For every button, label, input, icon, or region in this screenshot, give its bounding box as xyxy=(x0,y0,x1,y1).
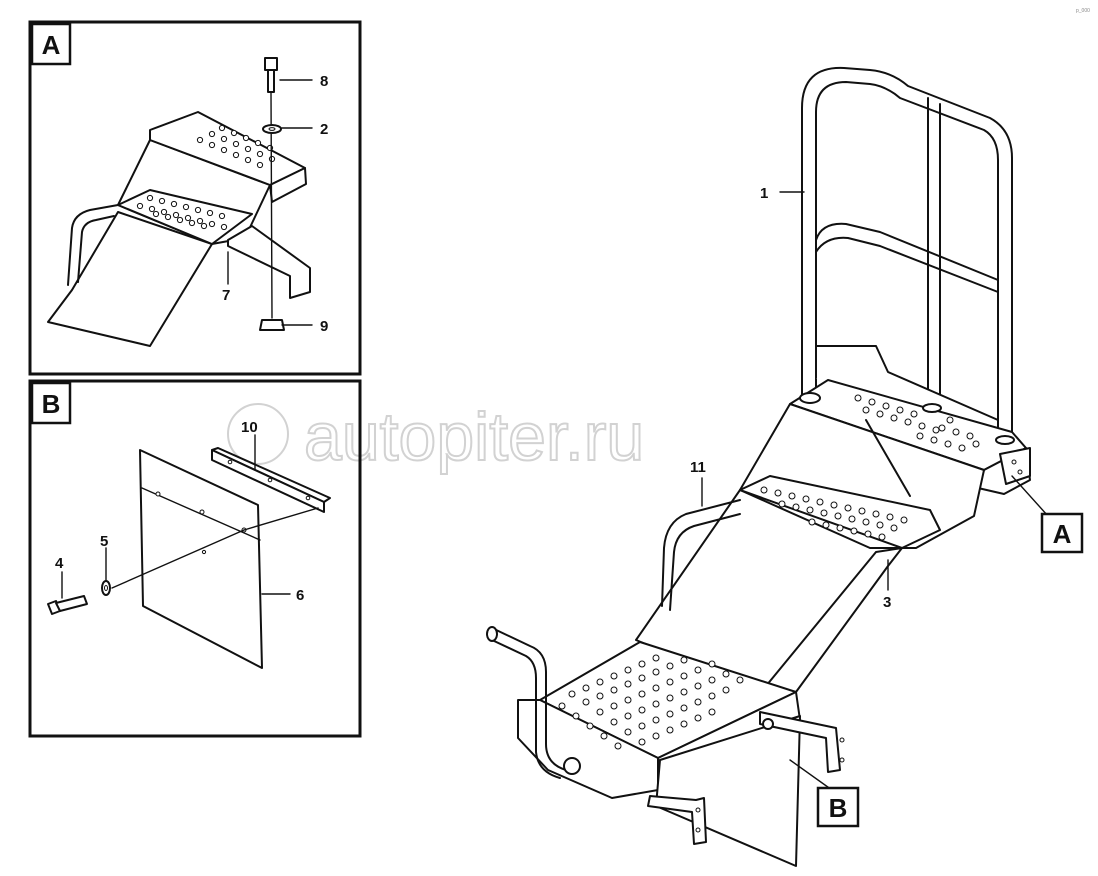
ref-box-b: B xyxy=(816,786,860,828)
panel-b-label-box xyxy=(30,381,72,425)
watermark: autopiter.ru xyxy=(227,398,645,476)
callout-7: 7 xyxy=(222,287,230,304)
callout-1: 1 xyxy=(760,185,768,202)
watermark-logo-icon xyxy=(227,403,289,465)
panel-a-label: A xyxy=(42,30,61,60)
panel-b-frame xyxy=(28,379,362,738)
callout-6: 6 xyxy=(296,587,304,604)
main-step-assembly xyxy=(486,66,1049,867)
callout-9: 9 xyxy=(320,318,328,335)
panel-a-label-box xyxy=(30,22,72,66)
panel-a-step-bracket-drawing xyxy=(47,57,313,347)
callout-11: 11 xyxy=(690,459,706,476)
nut-icon xyxy=(259,319,285,331)
panel-b-label: B xyxy=(42,389,61,419)
ref-box-a: A xyxy=(1040,512,1084,554)
callout-8: 8 xyxy=(320,73,328,90)
bolt-head-icon xyxy=(264,57,278,71)
watermark-text: autopiter.ru xyxy=(304,399,644,475)
callout-3: 3 xyxy=(883,594,891,611)
panel-b-mudflap-drawing xyxy=(47,434,331,669)
panel-b: B xyxy=(28,379,362,738)
ref-b-label: B xyxy=(829,793,848,823)
callout-2: 2 xyxy=(320,121,328,138)
callout-5: 5 xyxy=(100,533,108,550)
callout-4: 4 xyxy=(55,555,64,572)
upper-platform xyxy=(789,379,1031,495)
panel-a-frame xyxy=(28,20,362,376)
middle-step xyxy=(739,475,941,549)
ref-a-label: A xyxy=(1053,519,1072,549)
panel-a: A xyxy=(28,20,362,376)
callout-10: 10 xyxy=(241,419,258,436)
corner-code: p_000 xyxy=(1076,8,1090,14)
